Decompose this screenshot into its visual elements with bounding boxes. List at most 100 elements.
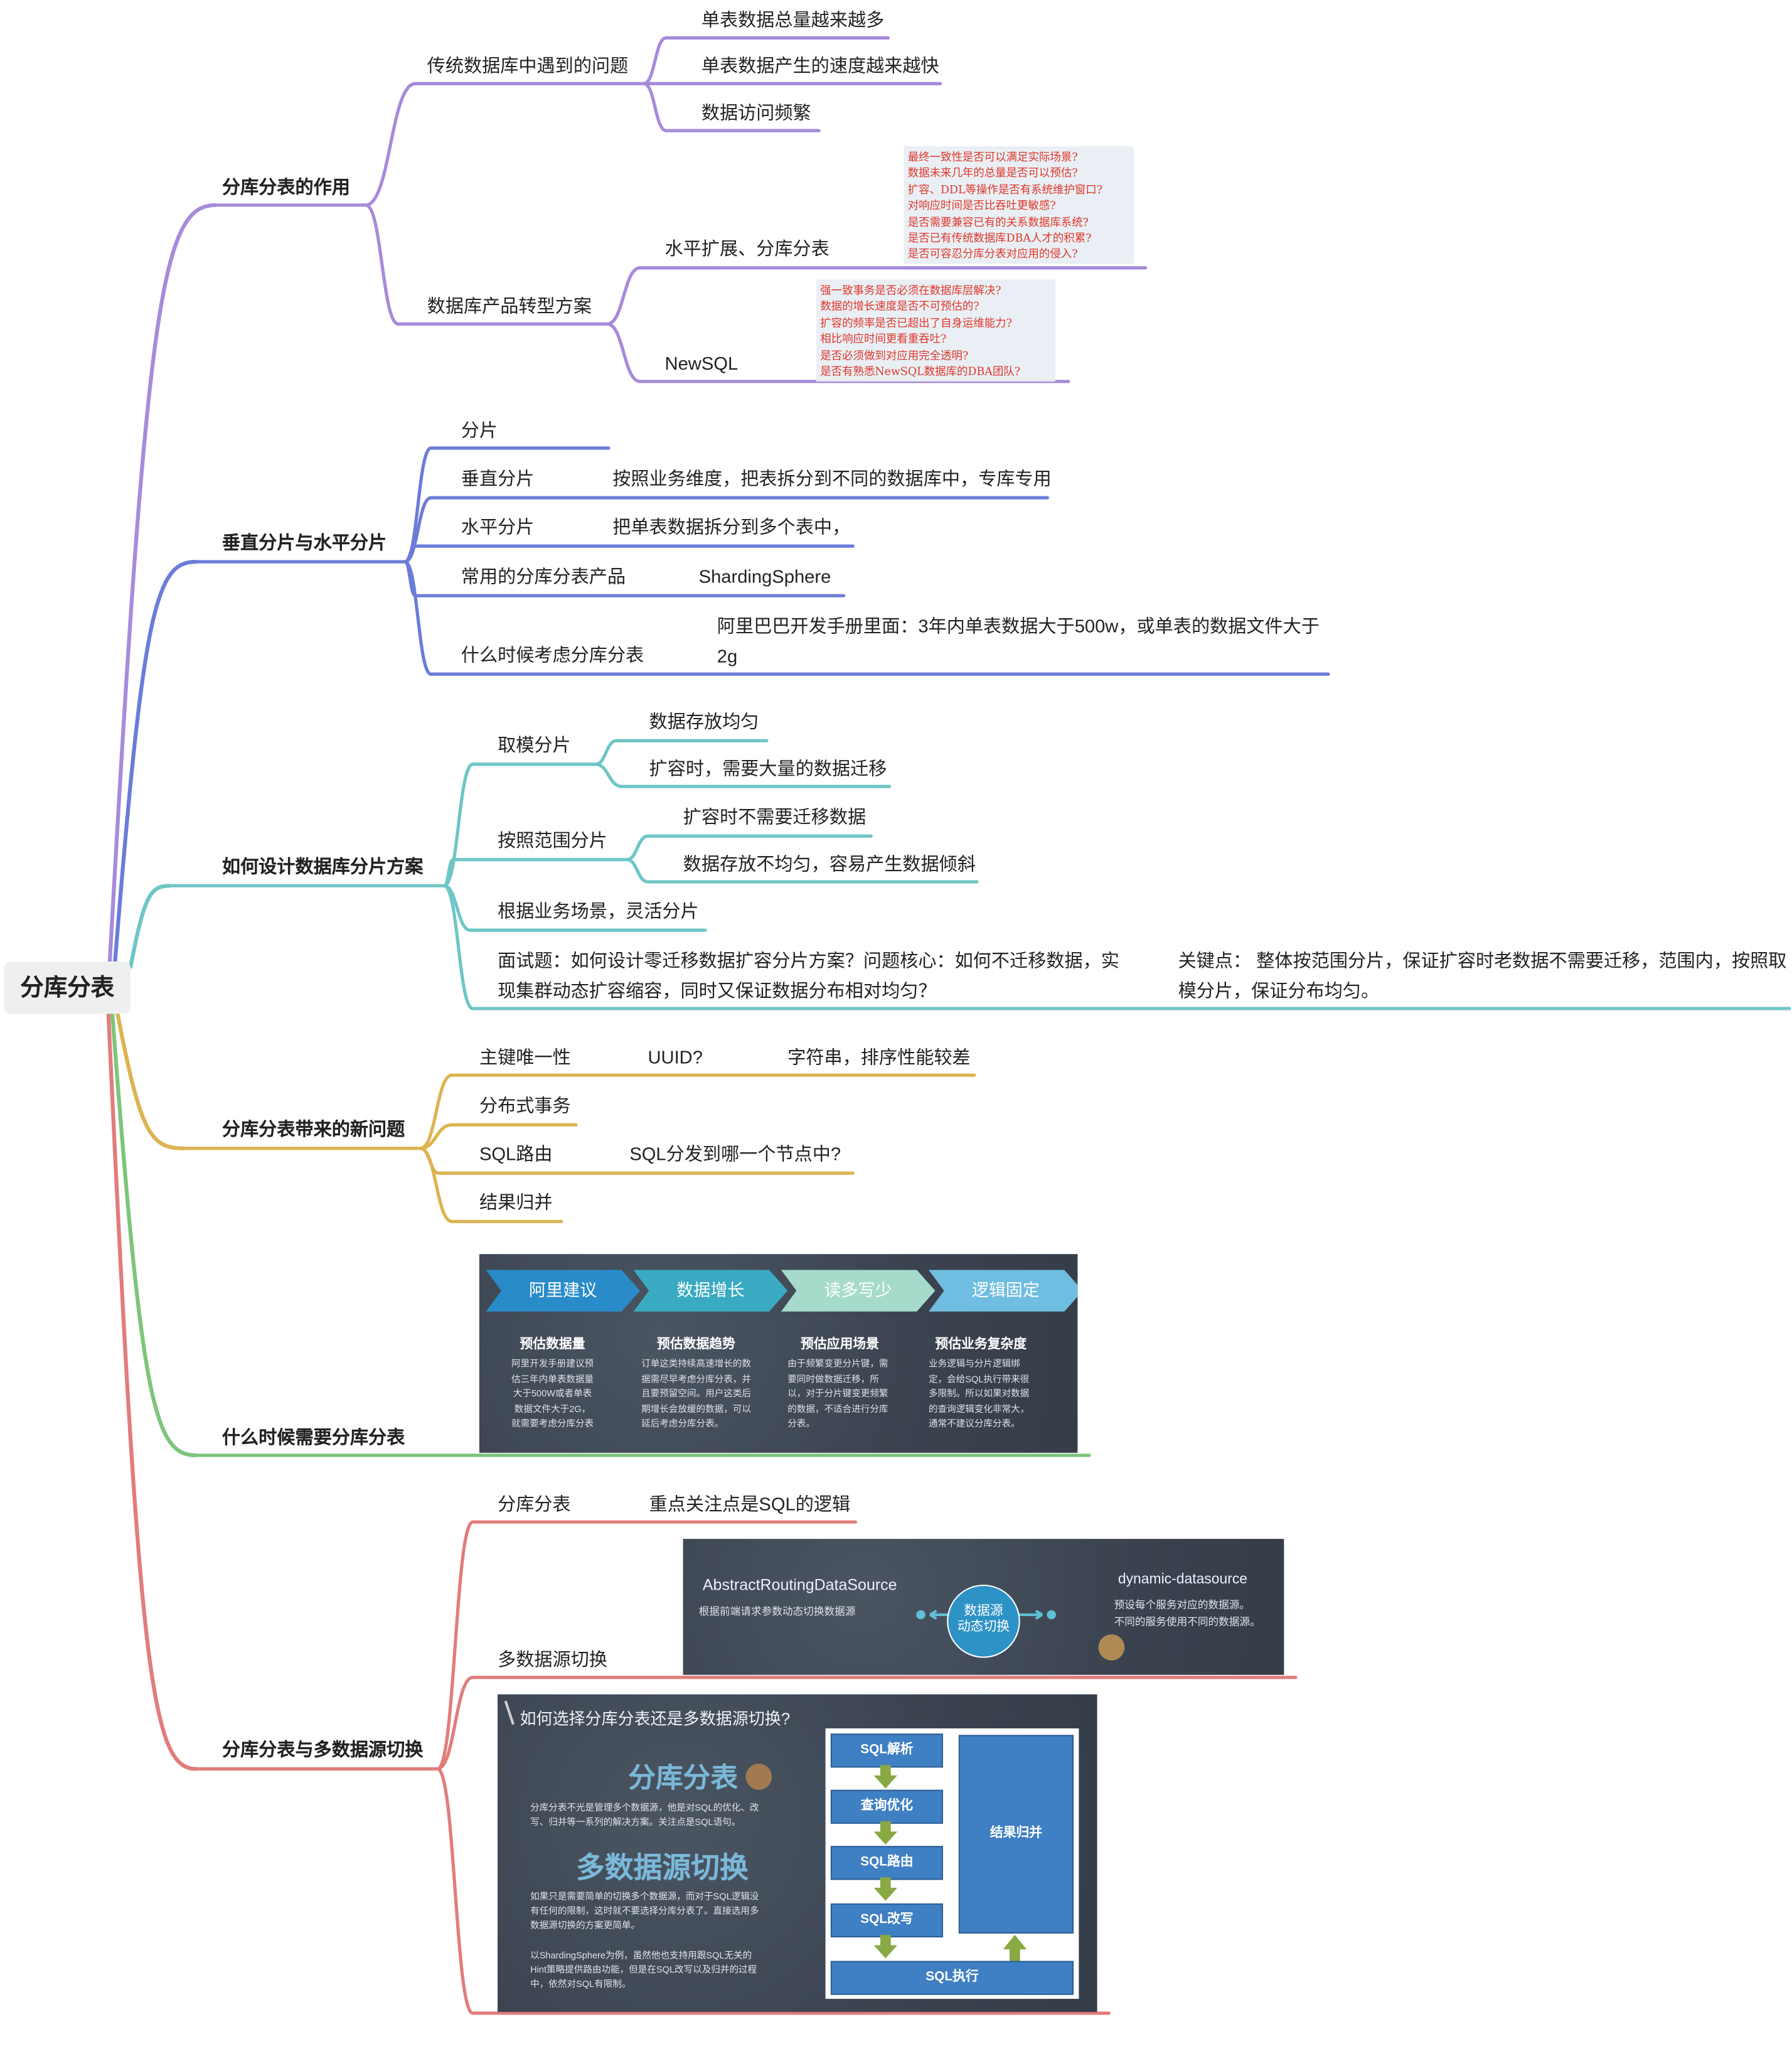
root-branch-edge: [106, 1012, 198, 1771]
node-modulo-2[interactable]: 扩容时，需要大量的数据迁移: [649, 758, 887, 779]
node-newsql[interactable]: NewSQL: [664, 353, 739, 374]
node-interview-1[interactable]: 面试题：如何设计零迁移数据扩容分片方案？问题核心：如何不迁移数据，实: [498, 950, 1119, 971]
column-title: 预估数据量: [520, 1337, 585, 1352]
newsql-note-image: 强一致事务是否必须在数据库层解决? 数据的增长速度是否不可预估的? 扩容的频率是…: [816, 279, 1055, 382]
root-node[interactable]: 分库分表: [4, 961, 131, 1014]
slide-column: 预估业务复杂度 业务逻辑与分片逻辑绑定，会给SQL执行带来很多限制。所以如果对数…: [915, 1332, 1046, 1432]
node-key-1: 关键点： 整体按范围分片，保证扩容时老数据不需要迁移，范围内，按照取: [1178, 950, 1787, 971]
root-branch-edge: [113, 559, 198, 965]
compare-title: 如何选择分库分表还是多数据源切换?: [520, 1710, 791, 1728]
root-branch-edge: [107, 203, 218, 965]
node-sql-route[interactable]: SQL路由: [479, 1143, 553, 1164]
slide-column: 预估应用场景 由于频繁变更分片键，需要同时做数据迁移，所以，对于分片键变更频繁的…: [774, 1332, 905, 1432]
note-line: 是否必须做到对应用完全透明?: [820, 348, 969, 361]
step-growth: 数据增长: [633, 1270, 788, 1312]
arrow-down-icon: [873, 1877, 898, 1901]
flow-sql-execute: SQL执行: [830, 1961, 1074, 1995]
node-when-consider-desc-1: 阿里巴巴开发手册里面：3年内单表数据大于500w，或单表的数据文件大于: [717, 615, 1320, 636]
node-design[interactable]: 如何设计数据库分片方案: [221, 855, 424, 877]
column-title: 预估数据趋势: [657, 1337, 735, 1352]
node-range-1[interactable]: 扩容时不需要迁移数据: [683, 806, 867, 827]
node-dist-tx[interactable]: 分布式事务: [479, 1095, 571, 1116]
node-pk-uuid: UUID?: [648, 1046, 703, 1068]
note-line: 是否可容忍分库分表对应用的侵入?: [907, 247, 1078, 261]
node-shard[interactable]: 分片: [461, 419, 498, 441]
compare-h2: 多数据源切换: [575, 1851, 749, 1884]
node-sharding[interactable]: 垂直分片与水平分片: [221, 532, 387, 553]
node-horizontal-shard[interactable]: 水平分片: [461, 516, 535, 537]
root-branch-edge: [110, 1012, 198, 1458]
node-multi-sharding-desc: 重点关注点是SQL的逻辑: [649, 1493, 851, 1514]
node-modulo-1[interactable]: 数据存放均匀: [649, 710, 759, 732]
step-ali: 阿里建议: [486, 1270, 640, 1312]
step-fixed-logic: 逻辑固定: [929, 1270, 1078, 1312]
cursor-highlight-icon: [1098, 1634, 1125, 1661]
branch-edge: [419, 1073, 454, 1150]
node-problem-1[interactable]: 单表数据总量越来越多: [701, 9, 885, 30]
node-horizontal-shard-desc: 把单表数据拆分到多个表中，: [612, 516, 851, 537]
node-problem-2[interactable]: 单表数据产生的速度越来越快: [701, 55, 939, 76]
node-products[interactable]: 常用的分库分表产品: [461, 565, 626, 587]
circle-line: 数据源: [964, 1604, 1003, 1619]
root-branch-edge: [129, 884, 172, 969]
node-key-2: 模分片，保证分布均匀。: [1178, 980, 1380, 1001]
flow-sql-route: SQL路由: [830, 1846, 943, 1880]
compare-p1: 分库分表不光是管理多个数据源，他是对SQL的优化、改写、归并等一系列的解决方案。…: [530, 1804, 759, 1828]
note-line: 数据的增长速度是否不可预估的?: [820, 299, 979, 313]
switch-arrows-icon: [916, 1609, 1056, 1620]
horizontal-note-image: 最终一致性是否可以满足实际场景? 数据未来几年的总量是否可以预估? 扩容、DDL…: [904, 146, 1134, 264]
node-flexible[interactable]: 根据业务场景，灵活分片: [498, 900, 699, 921]
node-traditional-problems[interactable]: 传统数据库中遇到的问题: [427, 55, 629, 76]
branch-edge: [642, 36, 668, 85]
branch-edge: [435, 1767, 475, 2015]
branch-edge: [442, 763, 475, 887]
note-line: 强一致事务是否必须在数据库层解决?: [820, 283, 1001, 297]
note-line: 是否有熟悉NewSQL数据库的DBA团队?: [820, 364, 1021, 378]
node-modulo[interactable]: 取模分片: [498, 734, 571, 756]
flow-diagram: SQL解析 查询优化 SQL路由 SQL改写 SQL执行 结果归并: [825, 1728, 1079, 1999]
slide-right-desc-2: 不同的服务使用不同的数据源。: [1114, 1615, 1261, 1628]
node-when-consider[interactable]: 什么时候考虑分库分表: [461, 644, 644, 665]
node-range[interactable]: 按照范围分片: [498, 829, 607, 851]
column-body: 业务逻辑与分片逻辑绑定，会给SQL执行带来很多限制。所以如果对数据的查询逻辑变化…: [929, 1359, 1030, 1430]
node-vertical-desc: 按照业务维度，把表拆分到不同的数据库中，专库专用: [612, 468, 1052, 489]
column-body: 阿里开发手册建议预估三年内单表数据量大于500W或者单表数据文件大于2G，就需要…: [511, 1359, 594, 1430]
node-transform[interactable]: 数据库产品转型方案: [427, 295, 592, 316]
branch-edge: [435, 1520, 475, 1771]
branch-edge: [442, 884, 475, 1010]
root-branch-edge: [115, 1012, 185, 1150]
node-range-2[interactable]: 数据存放不均匀，容易产生数据倾斜: [683, 853, 976, 874]
arrow-down-icon: [873, 1821, 898, 1845]
arrow-up-icon: [1003, 1934, 1027, 1961]
slide-right-desc-1: 预设每个服务对应的数据源。: [1114, 1598, 1251, 1611]
slide-left-title: AbstractRoutingDataSource: [702, 1575, 897, 1594]
pencil-icon: [504, 1700, 515, 1725]
node-when[interactable]: 什么时候需要分库分表: [221, 1427, 405, 1448]
note-line: 相比响应时间更看重吞吐?: [820, 332, 947, 345]
branch-edge: [419, 1147, 454, 1223]
node-vertical[interactable]: 垂直分片: [461, 468, 535, 489]
node-problem-3[interactable]: 数据访问频繁: [701, 102, 811, 123]
when-slide-image: 阿里建议 数据增长 读多写少 逻辑固定 预估数据量 阿里开发手册建议预估三年内单…: [479, 1254, 1078, 1453]
circle-line: 动态切换: [957, 1620, 1010, 1635]
note-line: 对响应时间是否比吞吐更敏感?: [907, 198, 1056, 212]
node-horizontal[interactable]: 水平扩展、分库分表: [664, 237, 829, 259]
node-role[interactable]: 分库分表的作用: [221, 176, 350, 198]
note-line: 是否已有传统数据库DBA人才的积累?: [907, 231, 1092, 245]
node-problems[interactable]: 分库分表带来的新问题: [221, 1118, 405, 1140]
compare-p2: 如果只是需要简单的切换多个数据源，而对于SQL逻辑没有任何的限制，这时就不要选择…: [530, 1893, 759, 1931]
node-merge[interactable]: 结果归并: [479, 1191, 553, 1213]
flow-query-optimize: 查询优化: [830, 1789, 943, 1824]
cursor-highlight-icon: [745, 1764, 772, 1790]
slide-right-title: dynamic-datasource: [1117, 1572, 1248, 1588]
branch-edge: [594, 739, 619, 766]
node-pk[interactable]: 主键唯一性: [479, 1046, 571, 1068]
branch-edge: [364, 203, 400, 326]
node-multi-switch[interactable]: 多数据源切换: [498, 1648, 607, 1670]
branch-edge: [625, 858, 650, 884]
branch-edge: [605, 322, 642, 383]
node-multi[interactable]: 分库分表与多数据源切换: [221, 1738, 424, 1760]
node-multi-sharding[interactable]: 分库分表: [498, 1493, 571, 1514]
column-title: 预估业务复杂度: [935, 1337, 1027, 1352]
